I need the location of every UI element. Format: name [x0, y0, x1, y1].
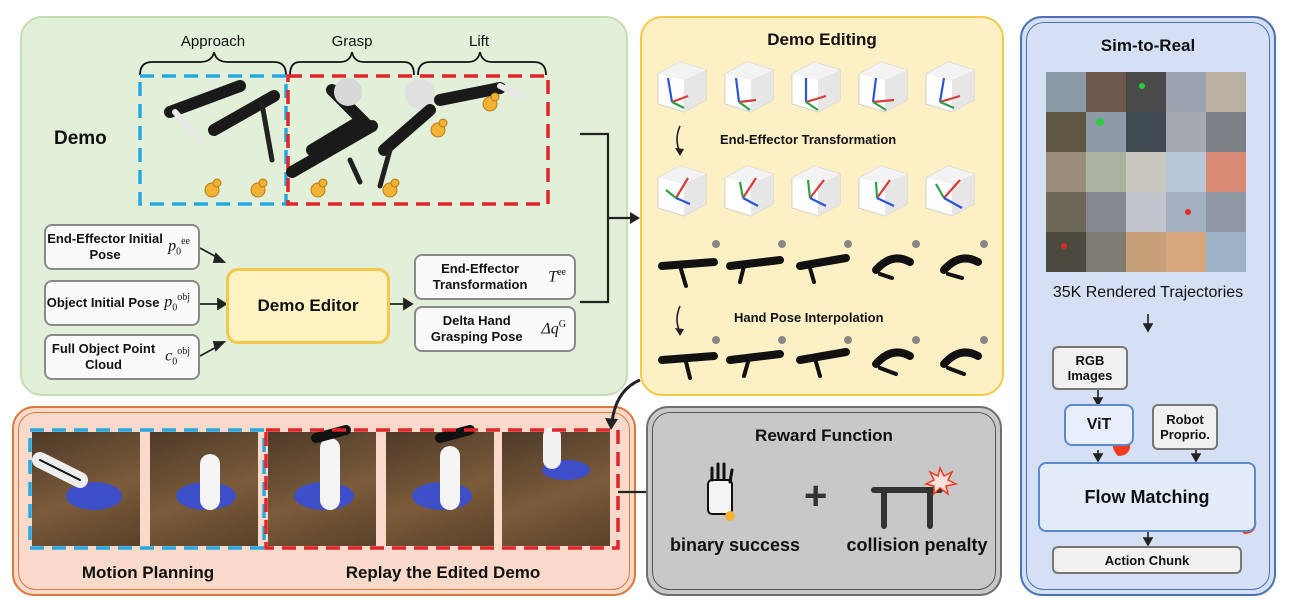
phase-grasp-label: Grasp — [331, 33, 373, 50]
grasp-lift-dashed-frame — [286, 74, 550, 206]
phase-approach-label: Approach — [180, 33, 246, 50]
approach-dashed-frame — [138, 74, 288, 206]
ee-frames-row-1 — [657, 61, 975, 113]
output-delta-hand-pose: Delta Hand Grasping Pose ΔqG — [414, 306, 576, 352]
hand-poses-row-2 — [658, 336, 988, 380]
input-object-point-cloud: Full Object Point Cloud c0obj — [44, 334, 200, 380]
hand-interpolation-caption: Hand Pose Interpolation — [734, 310, 884, 325]
robot-hand-icon — [707, 462, 735, 521]
demo-sequence-graphic — [138, 51, 640, 357]
sim-to-real-title: Sim-to-Real — [1100, 36, 1196, 55]
duck-objects — [204, 92, 500, 198]
collision-penalty-label: collision penalty — [846, 535, 988, 555]
replay-dashed-frame — [264, 428, 620, 550]
grasp-brace — [289, 51, 415, 76]
reward-title: Reward Function — [755, 426, 893, 445]
demo-editor-box: Demo Editor — [226, 268, 390, 344]
input-ee-initial-pose-math: p0ee — [168, 236, 190, 258]
hand-poses-row-1 — [658, 240, 988, 288]
input-object-point-cloud-math: c0obj — [165, 346, 190, 368]
output-ee-transformation: End-Effector Transformation Tee — [414, 254, 576, 300]
table-collision-icon — [871, 487, 943, 529]
input-ee-initial-pose: End-Effector Initial Pose p0ee — [44, 224, 200, 270]
input-object-initial-pose-label: Object Initial Pose — [46, 295, 160, 310]
demo-label: Demo — [54, 128, 107, 149]
phase-lift-label: Lift — [468, 33, 489, 50]
input-ee-initial-pose-label: End-Effector Initial Pose — [47, 231, 163, 262]
replay-graphic — [28, 378, 660, 550]
reward-graphic — [707, 462, 959, 529]
reward-panel — [646, 406, 1002, 596]
lift-brace — [417, 51, 547, 76]
demo-editing-graphic — [657, 61, 988, 380]
output-ee-transformation-math: Tee — [548, 267, 566, 286]
output-ee-transformation-label: End-Effector Transformation — [432, 261, 528, 292]
input-object-initial-pose-math: p0obj — [164, 292, 190, 314]
motion-planning-dashed-frame — [28, 428, 266, 550]
approach-brace — [139, 51, 287, 76]
plus-sign: + — [804, 474, 828, 518]
binary-success-label: binary success — [669, 535, 801, 555]
robot-arm-sequence — [164, 78, 523, 189]
demo-editing-title: Demo Editing — [767, 30, 877, 49]
collision-burst-icon — [923, 465, 959, 496]
flow-matching-box: Flow Matching — [1038, 462, 1256, 532]
motion-planning-label: Motion Planning — [81, 563, 215, 582]
ee-transformation-caption: End-Effector Transformation — [720, 132, 897, 147]
ee-frames-row-2 — [657, 165, 975, 217]
rendered-trajectories-grid — [1046, 72, 1246, 272]
input-object-initial-pose: Object Initial Pose p0obj — [44, 280, 200, 326]
vit-box: ViT — [1064, 404, 1134, 446]
rgb-images-box: RGB Images — [1052, 346, 1128, 390]
input-object-point-cloud-label: Full Object Point Cloud — [51, 341, 156, 372]
render-mosaic — [1046, 72, 1246, 272]
rendered-trajectories-caption: 35K Rendered Trajectories — [1052, 284, 1244, 301]
output-delta-hand-pose-math: ΔqG — [541, 319, 566, 338]
action-chunk-box: Action Chunk — [1052, 546, 1242, 574]
output-delta-hand-pose-label: Delta Hand Grasping Pose — [430, 313, 523, 344]
replay-label: Replay the Edited Demo — [345, 563, 541, 582]
robot-proprio-box: Robot Proprio. — [1152, 404, 1218, 450]
